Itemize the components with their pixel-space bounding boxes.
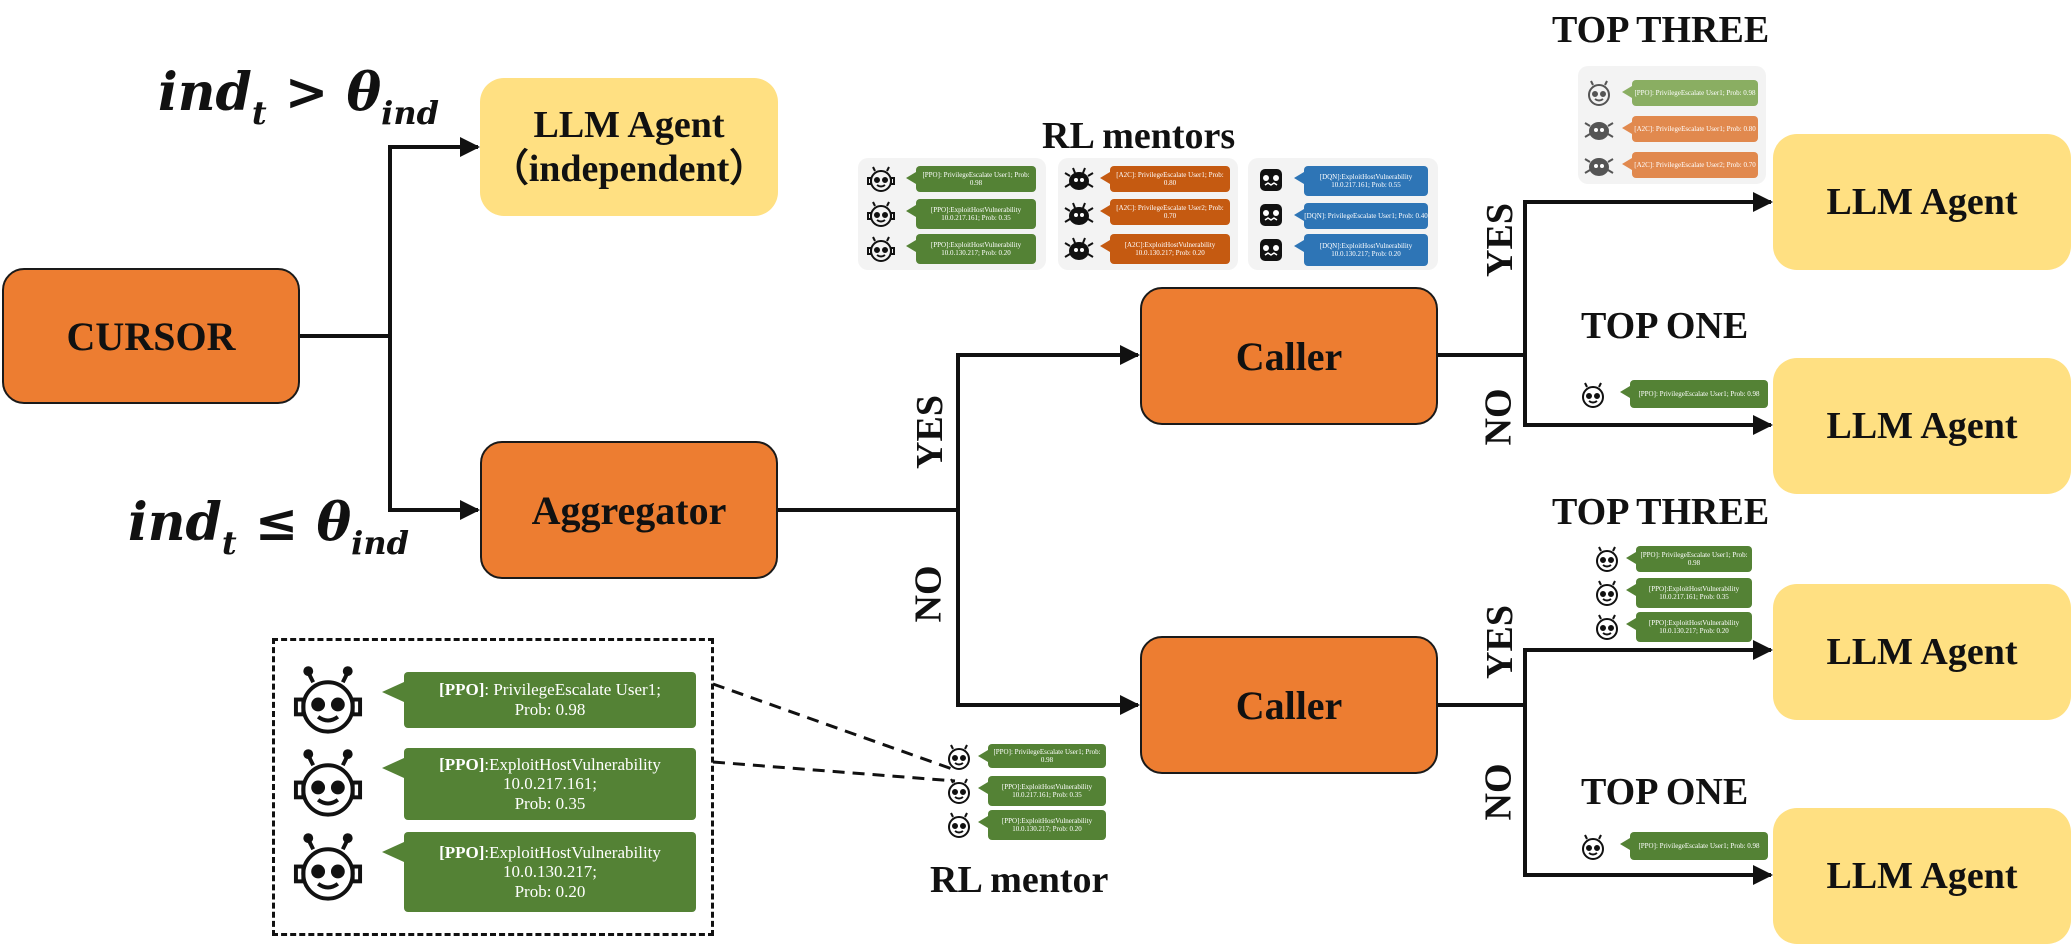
rl-mentor-zoom-legend xyxy=(272,638,714,936)
ppo-suggestion-bubble: [PPO]:ExploitHostVulnerability 10.0.217.… xyxy=(906,199,1036,229)
rl-mentor-suggestion-bubble: [PPO]:ExploitHostVulnerability 10.0.217.… xyxy=(978,776,1106,806)
ppo-robot-icon xyxy=(866,164,896,199)
dqn-suggestion-bubble: [DQN]:ExploitHostVulnerability 10.0.130.… xyxy=(1294,234,1428,266)
edge-label-no-caller-bottom: NO xyxy=(1477,763,1520,821)
llm-agent-1: LLM Agent xyxy=(1773,134,2071,270)
ppo-robot-icon xyxy=(1592,578,1622,613)
ppo-robot-icon xyxy=(1592,612,1622,647)
bug-robot-icon xyxy=(1584,150,1614,185)
bug-robot-icon xyxy=(1064,234,1094,269)
edge-label-yes-caller-bottom: YES xyxy=(1478,605,1521,679)
ppo-robot-icon xyxy=(290,748,366,827)
edge-label-yes-aggregator: YES xyxy=(908,395,951,469)
ppo-robot-icon xyxy=(290,665,366,744)
bug-robot-icon xyxy=(1064,164,1094,199)
monster-robot-icon xyxy=(1256,164,1286,199)
top-one-suggestion-bubble: [PPO]: PrivilegeEscalate User1; Prob: 0.… xyxy=(1620,832,1768,860)
llm-agent-independent: LLM Agent（independent） xyxy=(480,78,778,216)
ppo-robot-icon xyxy=(944,810,974,845)
rl-mentors-title: RL mentors xyxy=(1042,115,1236,157)
ppo-robot-icon xyxy=(1592,544,1622,579)
ppo-robot-icon xyxy=(290,832,366,911)
a2c-suggestion-bubble: [A2C]: PrivilegeEscalate User2; Prob: 0.… xyxy=(1100,199,1230,225)
ppo-robot-icon xyxy=(1584,78,1614,113)
condition-upper: indt > θind xyxy=(158,62,439,132)
cursor-node: CURSOR xyxy=(2,268,300,404)
a2c-suggestion-bubble: [A2C]:ExploitHostVulnerability 10.0.130.… xyxy=(1100,234,1230,264)
ppo-robot-icon xyxy=(1578,380,1608,415)
top-three-title-2: TOP THREE xyxy=(1552,491,1770,533)
top-three-title-1: TOP THREE xyxy=(1552,9,1770,51)
llm-agent-4: LLM Agent xyxy=(1773,808,2071,944)
aggregator-node: Aggregator xyxy=(480,441,778,579)
legend-suggestion-bubble: [PPO]: PrivilegeEscalate User1;Prob: 0.9… xyxy=(382,672,696,728)
caller-node-bottom: Caller xyxy=(1140,636,1438,774)
ppo-robot-icon xyxy=(944,776,974,811)
ppo-robot-icon xyxy=(866,234,896,269)
top-one-title-1: TOP ONE xyxy=(1581,305,1749,347)
ppo-suggestion-bubble: [PPO]: PrivilegeEscalate User1; Prob: 0.… xyxy=(906,166,1036,192)
top-three-suggestion-bubble: [PPO]: PrivilegeEscalate User1; Prob: 0.… xyxy=(1626,546,1752,572)
ppo-suggestion-bubble: [PPO]:ExploitHostVulnerability 10.0.130.… xyxy=(906,234,1036,264)
rl-mentor-suggestion-bubble: [PPO]:ExploitHostVulnerability 10.0.130.… xyxy=(978,810,1106,840)
dqn-suggestion-bubble: [DQN]: PrivilegeEscalate User1; Prob: 0.… xyxy=(1294,203,1428,229)
bug-robot-icon xyxy=(1064,199,1094,234)
top-three-suggestion-bubble: [PPO]:ExploitHostVulnerability 10.0.130.… xyxy=(1626,612,1752,642)
caller-node-top: Caller xyxy=(1140,287,1438,425)
monster-robot-icon xyxy=(1256,199,1286,234)
edge-label-yes-caller-top: YES xyxy=(1478,203,1521,277)
rl-mentor-title: RL mentor xyxy=(930,859,1109,901)
top-one-suggestion-bubble: [PPO]: PrivilegeEscalate User1; Prob: 0.… xyxy=(1620,380,1768,408)
ppo-robot-icon xyxy=(944,742,974,777)
llm-agent-3: LLM Agent xyxy=(1773,584,2071,720)
a2c-suggestion-bubble: [A2C]: PrivilegeEscalate User1; Prob: 0.… xyxy=(1100,166,1230,192)
edge-label-no-aggregator: NO xyxy=(907,565,950,623)
edge-label-no-caller-top: NO xyxy=(1477,388,1520,446)
llm-agent-2: LLM Agent xyxy=(1773,358,2071,494)
ppo-robot-icon xyxy=(1578,832,1608,867)
top-one-title-2: TOP ONE xyxy=(1581,771,1749,813)
monster-robot-icon xyxy=(1256,234,1286,269)
top-three-suggestion-bubble: [A2C]: PrivilegeEscalate User1; Prob: 0.… xyxy=(1622,116,1758,142)
top-three-suggestion-bubble: [A2C]: PrivilegeEscalate User2; Prob: 0.… xyxy=(1622,152,1758,178)
top-three-suggestion-bubble: [PPO]: PrivilegeEscalate User1; Prob: 0.… xyxy=(1622,80,1758,106)
ppo-robot-icon xyxy=(866,199,896,234)
bug-robot-icon xyxy=(1584,114,1614,149)
condition-lower: indt ≤ θind xyxy=(128,492,409,562)
dqn-suggestion-bubble: [DQN]:ExploitHostVulnerability 10.0.217.… xyxy=(1294,166,1428,196)
rl-mentor-suggestion-bubble: [PPO]: PrivilegeEscalate User1; Prob: 0.… xyxy=(978,744,1106,768)
top-three-suggestion-bubble: [PPO]:ExploitHostVulnerability 10.0.217.… xyxy=(1626,578,1752,608)
